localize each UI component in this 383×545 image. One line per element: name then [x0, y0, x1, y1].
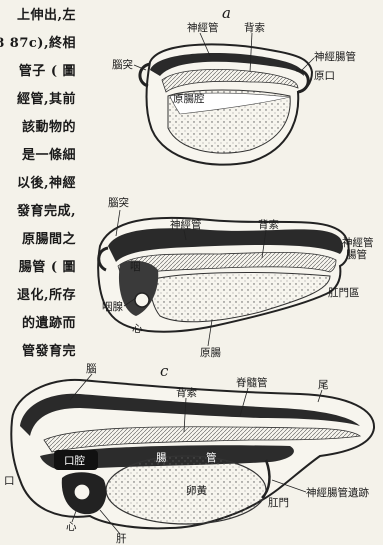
panel-c-label-heart: 心: [66, 521, 77, 533]
panel-c-label-intestine: 腸: [156, 452, 167, 464]
panel-c-label-anus: 肛門: [268, 497, 289, 509]
panel-a-label-brain-bulge: 腦突: [112, 58, 133, 71]
panel-b-label-anus-region: 肛門區: [328, 287, 360, 299]
panel-c-letter: c: [160, 362, 169, 380]
panel-c-label-mouth-cavity: 口腔: [64, 454, 85, 467]
panel-c-label-spinal-cord: 脊髓管: [236, 376, 268, 389]
panel-b-label-neural-tube: 神經管: [170, 218, 202, 231]
panel-b-label-neurenteric-1: 神經管: [342, 236, 374, 249]
panel-b-label-pharynx: 咽: [130, 261, 141, 273]
panel-a-label-blastopore: 原口: [314, 70, 335, 82]
panel-a-label-neurenteric-canal: 神經腸管: [314, 50, 356, 63]
panel-c: c 腦 背索 脊髓管 尾 口腔 口 腸 管 卵黃 心 肝 肛門: [4, 362, 374, 545]
panel-a-label-neural-tube: 神經管: [187, 21, 219, 34]
panel-c-label-yolk: 卵黃: [186, 484, 207, 497]
panel-b-label-heart: 心: [132, 323, 143, 335]
panel-a-label-archenteron: 原腸腔: [173, 92, 205, 105]
panel-b-label-archenteron: 原腸: [200, 347, 221, 359]
panel-b-label-pharyngeal-gland: 咽腺: [102, 300, 123, 313]
panel-c-label-tail: 尾: [318, 379, 329, 391]
panel-a-letter: a: [222, 4, 231, 22]
panel-c-label-notochord: 背索: [176, 386, 197, 399]
panel-c-label-neurenteric-remnant: 神經腸管遺跡: [306, 486, 369, 499]
panel-c-label-liver: 肝: [116, 533, 127, 545]
panel-b-label-notochord: 背索: [258, 218, 279, 231]
panel-b-heart: [135, 293, 149, 307]
panel-b-label-neurenteric-2: 腸管: [346, 248, 367, 261]
panel-b-gut: [150, 273, 330, 322]
panel-a-label-notochord: 背索: [244, 21, 265, 34]
panel-a: a 神經管 背索 神經腸管 腦突 原腸腔 原口: [112, 4, 356, 165]
panel-b-label-brain-bulge: 腦突: [108, 196, 129, 209]
panel-c-label-mouth: 口: [4, 475, 15, 487]
panel-c-heart: [74, 484, 90, 500]
panel-c-label-brain: 腦: [86, 362, 97, 375]
panel-b: b 腦突 神經管 背索 神經管 腸管 咽 咽腺 心 原腸 肛門區: [98, 196, 373, 359]
panel-c-label-tube: 管: [206, 451, 217, 464]
